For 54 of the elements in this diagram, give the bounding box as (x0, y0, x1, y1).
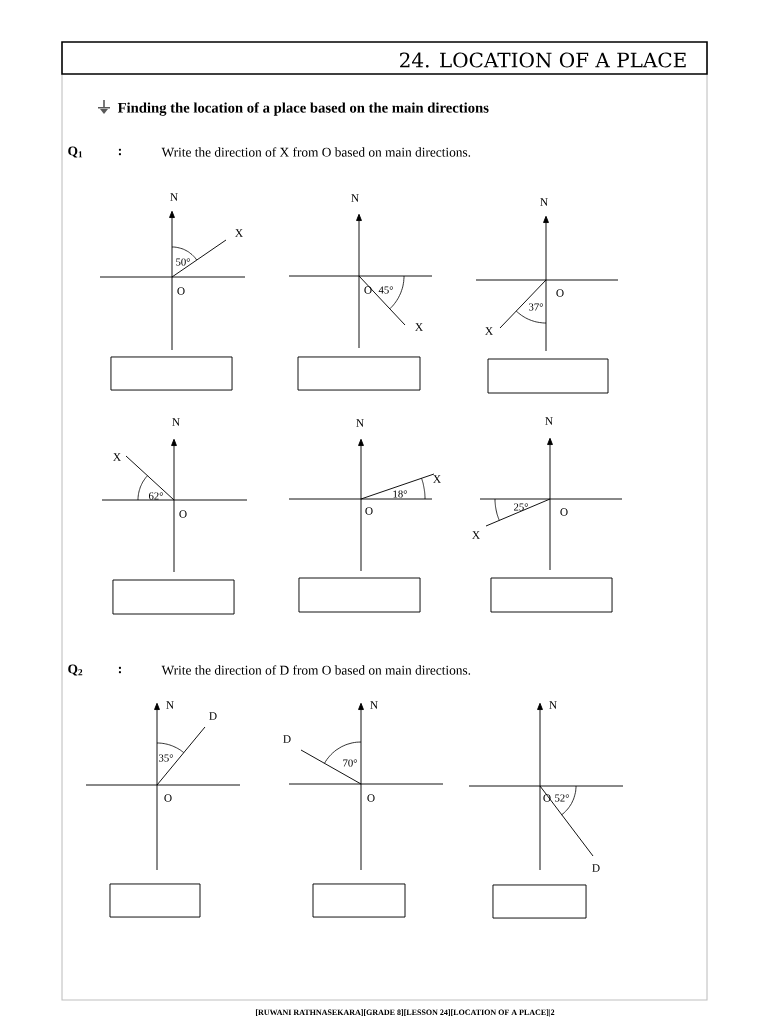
north-label: N (545, 417, 553, 425)
answer-box (110, 356, 233, 391)
angle-label: 50° (176, 258, 190, 266)
point-label: X (415, 323, 423, 331)
question-text: Write the direction of X from O based on main directions. (161, 147, 471, 157)
angle-label: 37° (529, 303, 543, 311)
point-label: X (113, 453, 121, 461)
angle-label: 70° (343, 759, 357, 767)
point-label: D (283, 735, 291, 743)
point-label: O (365, 507, 373, 515)
question-text: Write the direction of D from O based on main directions. (161, 665, 471, 675)
answer-box (490, 577, 613, 613)
north-label: N (370, 701, 378, 709)
angle-label: 62° (149, 492, 163, 500)
point-label: O (364, 286, 372, 294)
point-label: X (472, 531, 480, 539)
north-label: N (540, 198, 548, 206)
point-label: O (556, 289, 564, 297)
point-label: D (209, 712, 217, 720)
section-heading: Finding the location of a place based on the main directions (117, 102, 489, 116)
angle-label: 45° (378, 286, 393, 294)
angle-label: 52° (555, 794, 569, 802)
question-number: Q$_{2}$ (68, 664, 83, 676)
answer-box (112, 579, 235, 615)
answer-box (487, 358, 609, 394)
question-colon: : (118, 148, 121, 156)
point-label: X (433, 475, 441, 483)
point-label: X (235, 229, 243, 237)
footer-text: [RUWANI RATHNASEKARA][GRADE 8][LESSON 24][LOCATION OF A PLACE]|2 (255, 1009, 555, 1017)
angle-label: 18° (393, 490, 407, 498)
point-label: O (543, 794, 551, 802)
north-label: N (166, 701, 174, 709)
answer-box (109, 883, 201, 918)
north-label: N (170, 193, 178, 201)
answer-box (312, 883, 406, 918)
north-label: N (351, 194, 359, 202)
point-label: O (177, 287, 185, 295)
answer-box (492, 884, 587, 919)
point-label: O (367, 794, 375, 802)
answer-box (297, 356, 421, 391)
angle-label: 35° (159, 754, 173, 762)
north-label: N (549, 701, 557, 709)
angle-label: 25° (514, 503, 528, 511)
point-label: O (164, 794, 172, 802)
answer-box (298, 577, 421, 613)
point-label: O (560, 508, 568, 516)
point-label: X (485, 327, 493, 335)
north-label: N (172, 418, 180, 426)
point-label: O (179, 510, 187, 518)
north-label: N (356, 419, 364, 427)
page-title: 24. LOCATION OF A PLACE (400, 52, 686, 68)
point-label: D (592, 864, 600, 872)
question-colon: : (118, 666, 121, 674)
question-number: Q$_{1}$ (68, 146, 83, 158)
